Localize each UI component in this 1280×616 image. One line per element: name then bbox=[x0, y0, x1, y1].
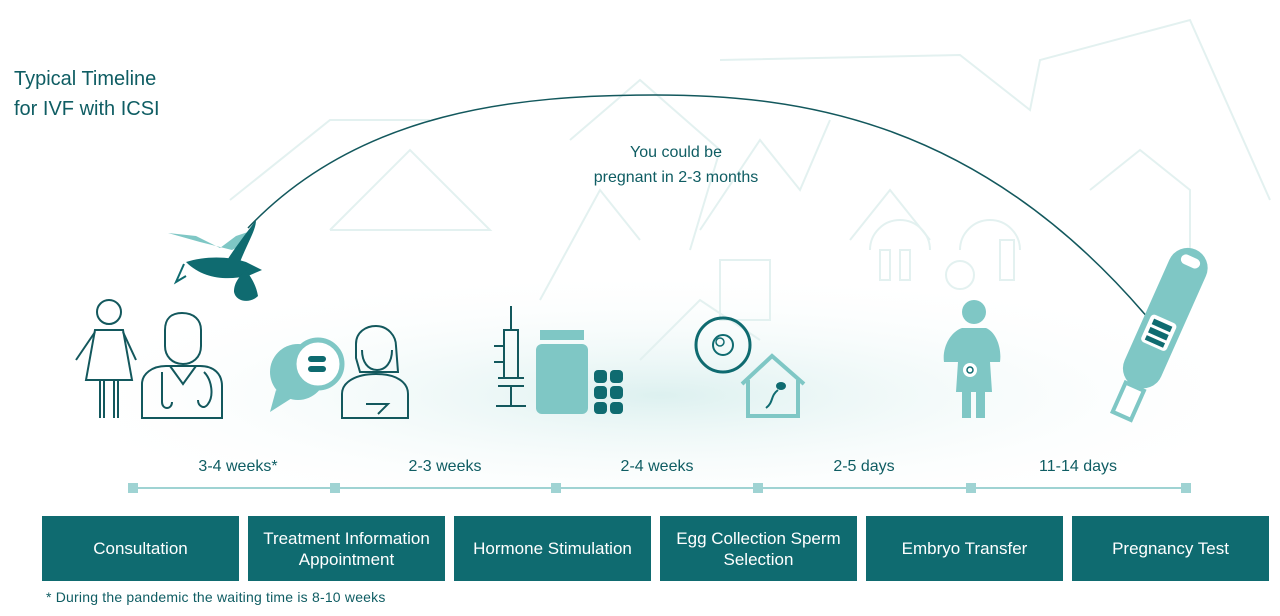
stork-icon bbox=[168, 220, 262, 301]
page-title: Typical Timeline for IVF with ICSI bbox=[14, 64, 160, 124]
duration-label: 2-5 days bbox=[833, 458, 895, 475]
step-label-line-1: Treatment Information bbox=[263, 528, 430, 548]
arc-caption: You could be pregnant in 2-3 months bbox=[540, 140, 812, 190]
consultant-icon bbox=[341, 324, 409, 419]
timeline-marker bbox=[966, 483, 976, 493]
timeline-marker bbox=[128, 483, 138, 493]
syringe-icon bbox=[494, 306, 526, 407]
footnote: * During the pandemic the waiting time i… bbox=[46, 589, 386, 605]
step-hormone-stimulation: Hormone Stimulation bbox=[454, 516, 651, 581]
medicine-bottle-icon bbox=[536, 330, 588, 414]
title-line-2: for IVF with ICSI bbox=[14, 98, 160, 120]
step-label: Hormone Stimulation bbox=[473, 539, 632, 558]
step-label: Embryo Transfer bbox=[901, 539, 1028, 558]
arc-caption-line-1: You could be bbox=[630, 144, 722, 161]
duration-label: 11-14 days bbox=[1039, 458, 1117, 475]
arc-caption-line-2: pregnant in 2-3 months bbox=[593, 169, 759, 186]
doctor-icon bbox=[141, 311, 223, 419]
step-label: Consultation bbox=[93, 539, 188, 558]
timeline-marker bbox=[753, 483, 763, 493]
pregnancy-arc bbox=[247, 94, 1149, 319]
timeline-marker bbox=[1181, 483, 1191, 493]
duration-label: 2-4 weeks bbox=[620, 458, 694, 475]
step-consultation: Consultation bbox=[42, 516, 239, 581]
speech-bubbles-icon bbox=[270, 337, 345, 412]
duration-label: 2-3 weeks bbox=[408, 458, 482, 475]
step-label-line-1: Egg Collection Sperm bbox=[676, 528, 841, 548]
sperm-house-icon bbox=[740, 353, 806, 418]
timeline-marker bbox=[330, 483, 340, 493]
egg-icon bbox=[694, 316, 752, 374]
step-label-line-2: Selection bbox=[723, 549, 794, 569]
timeline-markers bbox=[128, 483, 1191, 493]
pregnancy-test-icon bbox=[1109, 247, 1208, 423]
step-pregnancy-test: Pregnancy Test bbox=[1072, 516, 1269, 581]
pregnant-woman-icon bbox=[943, 300, 1001, 418]
title-line-1: Typical Timeline bbox=[14, 68, 157, 90]
duration-label: 3-4 weeks* bbox=[198, 458, 278, 475]
woman-icon bbox=[75, 299, 137, 418]
step-label: Pregnancy Test bbox=[1112, 539, 1229, 558]
timeline-marker bbox=[551, 483, 561, 493]
pills-icon bbox=[594, 370, 623, 414]
step-label-line-2: Appointment bbox=[298, 549, 395, 569]
step-embryo-transfer: Embryo Transfer bbox=[866, 516, 1063, 581]
